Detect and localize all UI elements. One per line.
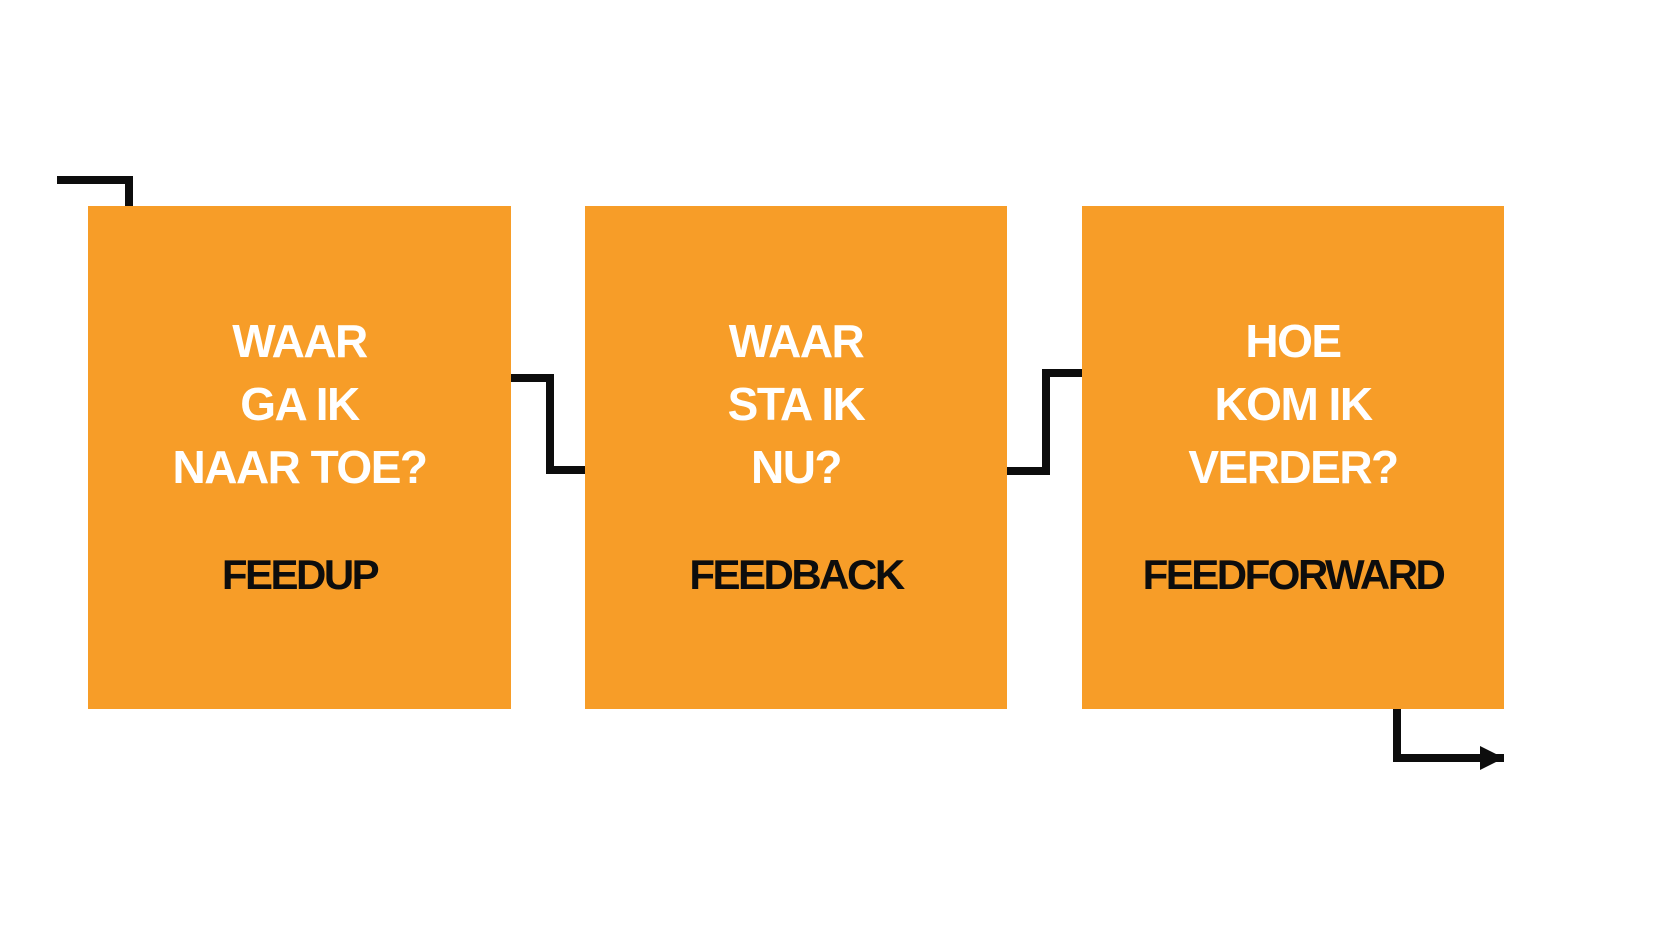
question-line: GA IK [240,378,360,430]
box-feedup: WAAR GA IK NAAR TOE? FEEDUP [88,206,511,709]
question-line: NU? [750,441,843,493]
box-feedforward: HOE KOM IK VERDER? FEEDFORWARD [1082,206,1504,709]
question-line: NAAR TOE? [172,441,429,493]
question-line: STA IK [727,378,866,430]
question-feedforward: HOE KOM IK VERDER? [1082,310,1504,499]
question-line: WAAR [728,315,865,367]
question-line: KOM IK [1214,378,1373,430]
box-feedback: WAAR STA IK NU? FEEDBACK [585,206,1007,709]
question-feedup: WAAR GA IK NAAR TOE? [88,310,511,499]
label-feedup: FEEDUP [221,551,380,598]
question-feedback: WAAR STA IK NU? [585,310,1007,499]
label-feedback: FEEDBACK [689,551,905,598]
question-line: WAAR [232,315,368,367]
label-feedforward: FEEDFORWARD [1142,551,1446,598]
question-line: HOE [1245,315,1342,367]
question-line: VERDER? [1188,441,1399,493]
